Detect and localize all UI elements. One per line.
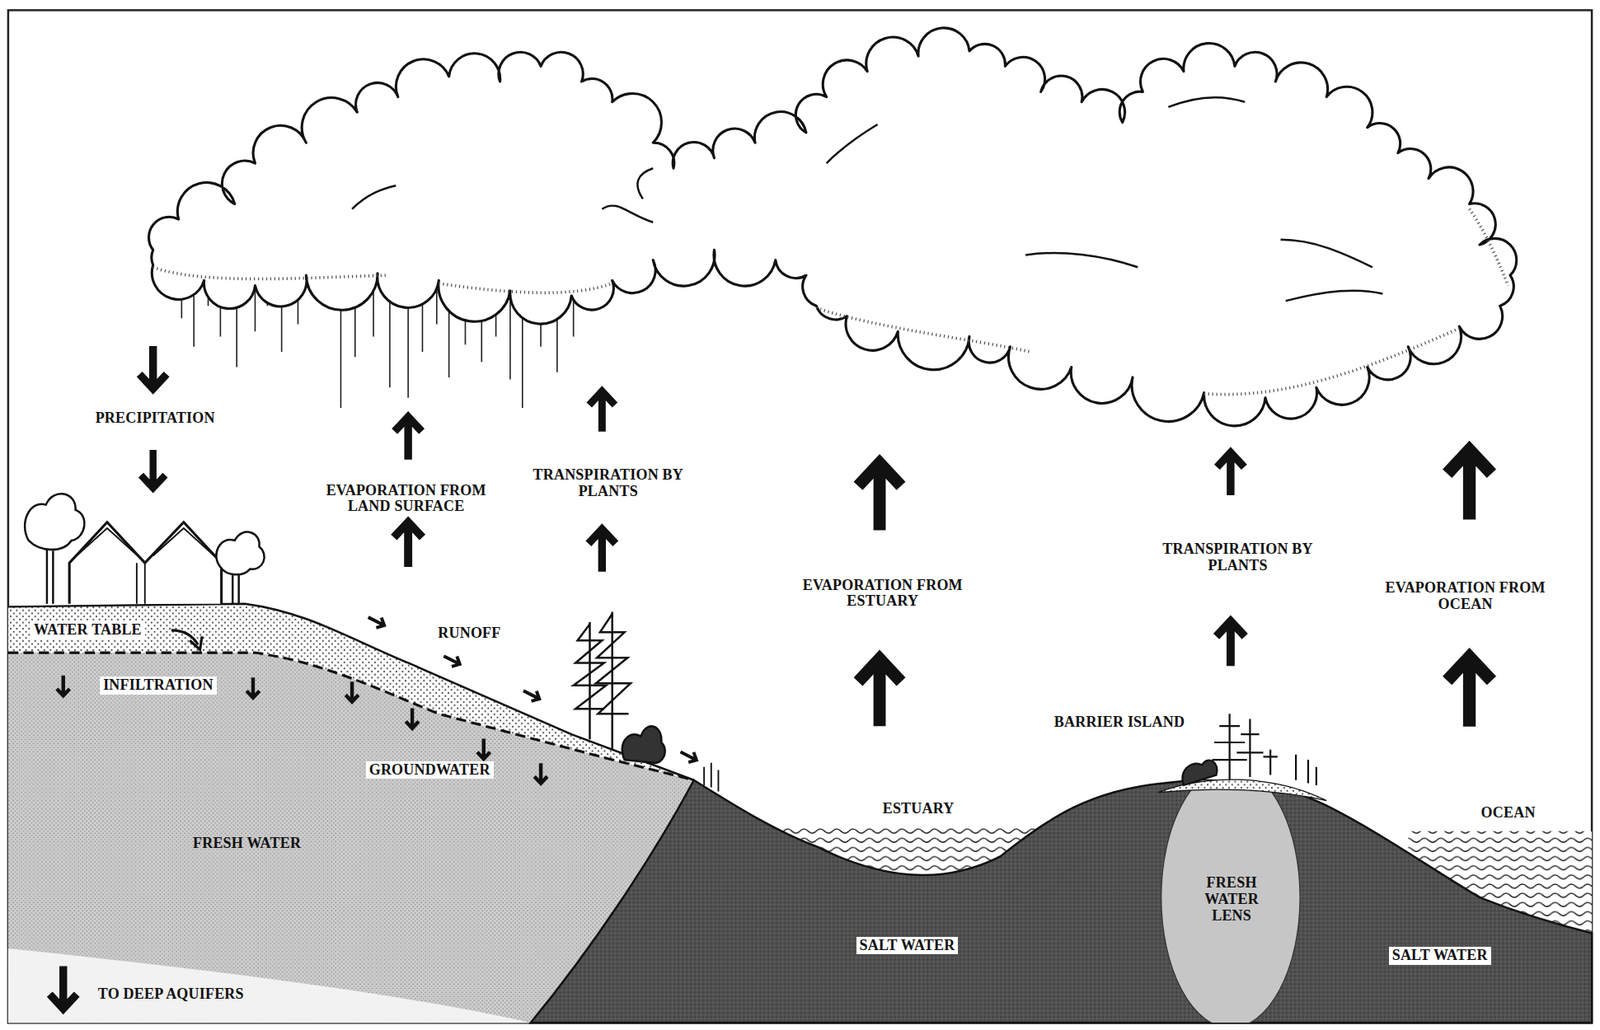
pine-trees [573,612,666,764]
barrier-island-label: BARRIER ISLAND [1054,714,1185,732]
water-table-pointer-head [189,636,202,650]
evaporation-label: EVAPORATION FROM ESTUARY [802,577,963,611]
runoff-label: RUNOFF [437,625,501,643]
island-plants [1182,713,1317,786]
deep-aquifer-zone [8,948,531,1023]
salt-water-label: SALT WATER [1388,947,1492,966]
cloud-detail [351,97,1383,301]
frame [8,9,1592,1023]
deep-aquifers-label: TO DEEP AQUIFERS [98,986,244,1004]
fresh-water-lens [1161,767,1300,1029]
flow-arrows [49,346,1492,1009]
groundwater-label: GROUNDWATER [365,761,494,780]
ocean-label: OCEAN [1481,805,1536,822]
salt-water-zone [530,780,1592,1024]
fresh-water-label: FRESH WATER [192,835,301,853]
houses [69,522,221,605]
water-table-label: WATER TABLE [30,621,146,640]
evaporation-label: EVAPORATION FROM LAND SURFACE [307,483,506,517]
water-table-pointer [171,630,198,645]
trees [24,493,265,604]
cloud [149,28,1517,427]
unsaturated-zone [8,604,695,781]
marsh-grass [703,763,718,793]
precipitation-label: PRECIPITATION [95,410,216,427]
evaporation-label: EVAPORATION FROM OCEAN [1384,580,1546,614]
salt-water-label: SALT WATER [856,937,959,956]
estuary-label: ESTUARY [882,801,955,818]
cloud-stipple [153,209,1509,395]
transpiration-label: TRANSPIRATION BY PLANTS [1155,541,1321,575]
infiltration-label: INFILTRATION [99,676,216,695]
fresh-water-lens-label: FRESH WATER LENS [1190,875,1273,925]
ground-surface [8,604,695,781]
transpiration-label: TRANSPIRATION BY PLANTS [525,467,691,501]
